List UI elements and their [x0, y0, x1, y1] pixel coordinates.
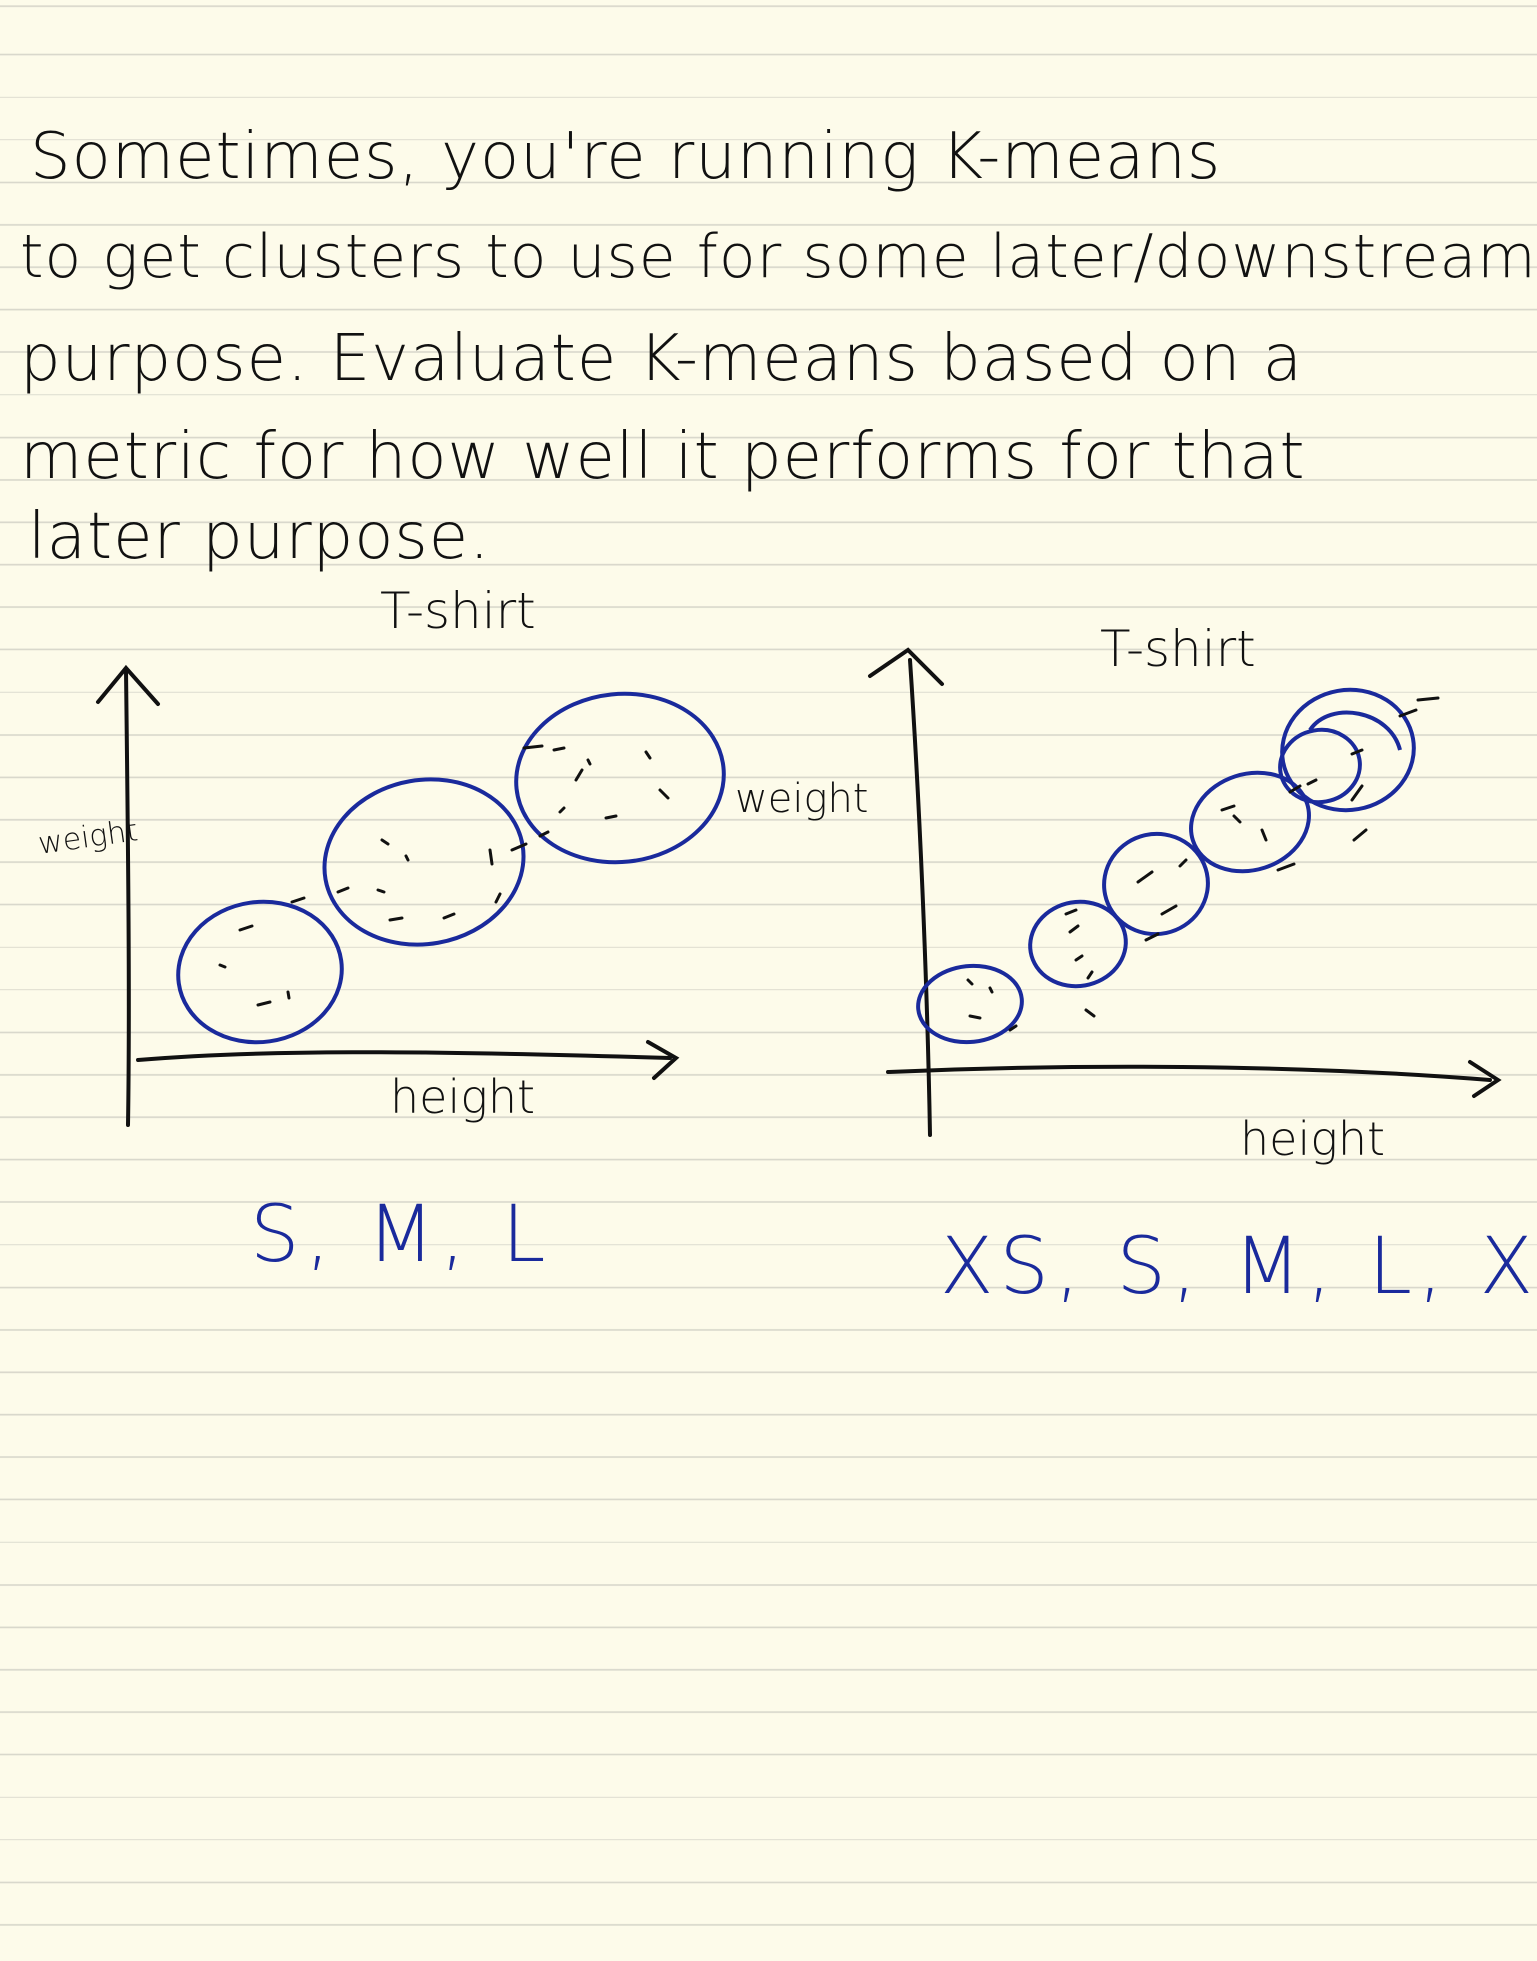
- cluster-l: [1189, 770, 1311, 874]
- paragraph-line: to get clusters to use for some later/do…: [20, 222, 1537, 292]
- right-sketch-y-label: weight: [735, 776, 869, 822]
- paragraph-line: Sometimes, you're running K-means: [30, 120, 1222, 194]
- paragraph-line: purpose. Evaluate K-means based on a: [20, 322, 1303, 396]
- right-points: [966, 696, 1440, 1032]
- left-y-axis-arrow: [96, 664, 160, 706]
- paragraph-line: later purpose.: [28, 500, 491, 574]
- right-y-axis: [908, 658, 932, 1137]
- left-sketch-sizes: S, M, L: [250, 1190, 552, 1280]
- right-sketch-x-label: height: [1240, 1112, 1386, 1166]
- paragraph-line: metric for how well it performs for that: [20, 420, 1306, 494]
- right-sketch-sizes: XS, S, M, L, XL: [940, 1222, 1537, 1312]
- cluster-xs: [916, 963, 1024, 1045]
- cluster-m: [1102, 831, 1210, 937]
- cluster-medium: [322, 777, 526, 947]
- right-clusters: [916, 687, 1416, 1045]
- right-x-axis-arrow: [1468, 1060, 1502, 1098]
- left-sketch-plot: [96, 664, 726, 1127]
- cluster-large: [514, 691, 726, 865]
- right-sketch-plot: [868, 647, 1502, 1137]
- right-x-axis: [886, 1064, 1492, 1082]
- left-x-axis: [136, 1050, 672, 1062]
- left-axes: [96, 664, 680, 1127]
- right-y-axis-arrow: [868, 647, 944, 686]
- right-sketch-title: T-shirt: [1100, 620, 1256, 678]
- left-sketch-title: T-shirt: [380, 582, 536, 640]
- cluster-xl-inner: [1278, 727, 1362, 805]
- right-axes: [868, 647, 1502, 1137]
- left-x-axis-arrow: [646, 1040, 680, 1080]
- cluster-xl-arc: [1308, 710, 1402, 751]
- left-points: [218, 744, 670, 1007]
- cluster-s: [1028, 899, 1128, 989]
- left-clusters: [176, 691, 726, 1045]
- left-y-axis: [124, 668, 131, 1127]
- cluster-small: [176, 899, 344, 1045]
- left-sketch-x-label: height: [390, 1070, 536, 1124]
- cluster-xl: [1280, 687, 1416, 813]
